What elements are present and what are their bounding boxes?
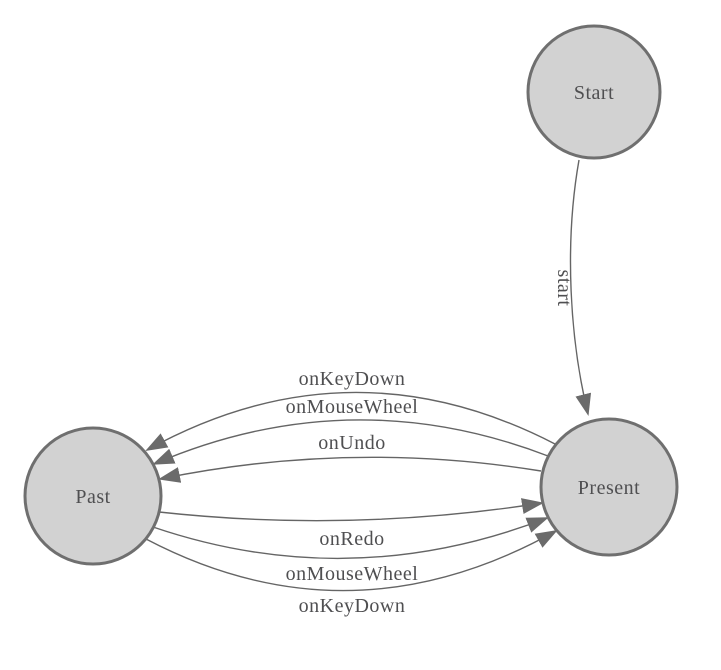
edge-label-onmousewheel-bottom: onMouseWheel — [286, 563, 419, 585]
edge-present-past-onmousewheel: onMouseWheel — [152, 396, 549, 465]
state-node-present-label: Present — [578, 477, 640, 499]
edge-start-present: start — [553, 159, 592, 416]
edge-present-past-onundo-path — [158, 456, 542, 483]
edge-present-past-onkeydown: onKeyDown — [145, 368, 556, 451]
state-node-past-label: Past — [75, 486, 110, 508]
edge-present-past-onkeydown-path — [145, 391, 556, 451]
state-node-present-circle — [539, 417, 679, 557]
state-node-start-label: Start — [574, 82, 614, 104]
edge-label-onmousewheel-top: onMouseWheel — [286, 396, 419, 418]
state-node-start-circle — [526, 24, 662, 160]
state-node-past: Past — [23, 426, 163, 566]
edge-past-present-onredo: onRedo — [158, 498, 544, 550]
edge-label-onundo: onUndo — [318, 432, 385, 454]
edge-present-past-onundo: onUndo — [158, 432, 542, 483]
edge-label-start: start — [553, 270, 575, 307]
state-node-present: Present — [539, 417, 679, 557]
state-node-past-circle — [23, 426, 163, 566]
edge-past-present-onmousewheel: onMouseWheel — [152, 517, 549, 585]
edge-past-present-onkeydown: onKeyDown — [145, 530, 558, 617]
edge-label-onkeydown-top: onKeyDown — [299, 368, 406, 390]
edge-past-present-onkeydown-path — [145, 530, 558, 592]
edge-start-present-path — [569, 159, 592, 416]
edge-present-past-onmousewheel-path — [152, 419, 549, 465]
state-node-start: Start — [526, 24, 662, 160]
edge-past-present-onredo-path — [158, 498, 544, 522]
edge-label-onkeydown-bottom: onKeyDown — [299, 595, 406, 617]
edge-past-present-onmousewheel-path — [152, 517, 549, 560]
edge-label-onredo: onRedo — [319, 528, 384, 550]
